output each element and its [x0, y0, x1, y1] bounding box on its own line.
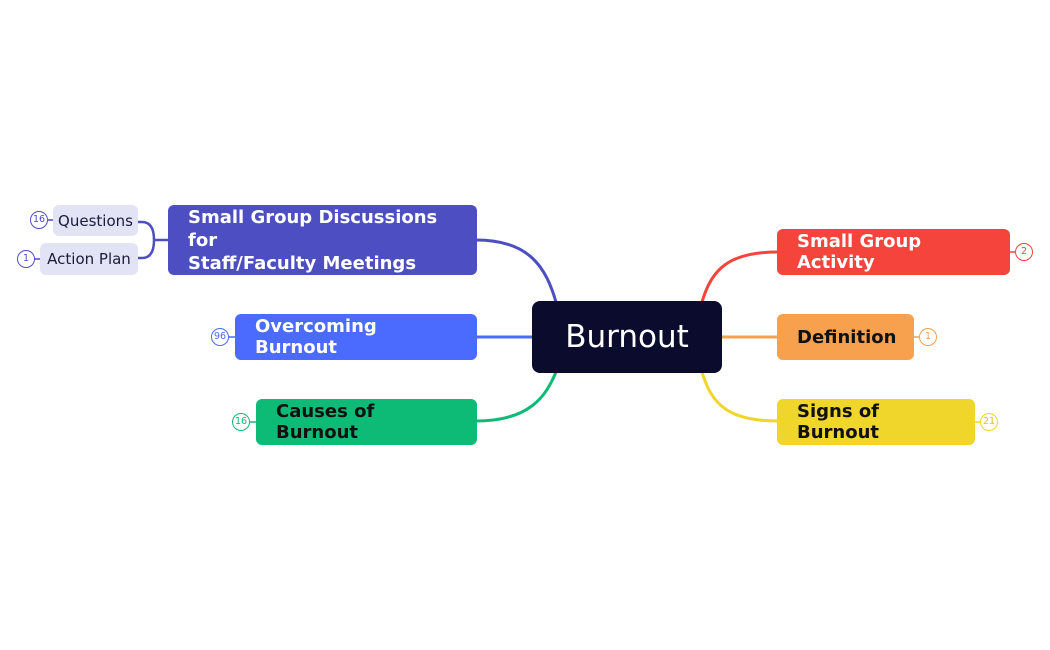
subtopic-questions[interactable]: Questions: [53, 205, 138, 236]
count-badge-overcoming[interactable]: 96: [211, 328, 229, 346]
subtopic-action-plan[interactable]: Action Plan: [40, 243, 138, 275]
topic-definition-label: Definition: [797, 326, 897, 348]
topic-discussions-line1: Small Group Discussions for: [188, 206, 438, 251]
count-badge-action-plan[interactable]: 1: [17, 250, 35, 268]
count-badge-questions[interactable]: 16: [30, 211, 48, 229]
connector-causes: [475, 371, 558, 423]
topic-definition[interactable]: Definition: [777, 314, 914, 360]
connector-signs: [700, 371, 779, 423]
topic-small-group-activity[interactable]: Small Group Activity: [777, 229, 1010, 275]
topic-small-group-discussions[interactable]: Small Group Discussions for Staff/Facult…: [168, 205, 477, 275]
topic-causes-label: Causes of Burnout: [276, 401, 375, 443]
subtopic-questions-label: Questions: [58, 211, 133, 230]
topic-overcoming-label: Overcoming Burnout: [255, 316, 377, 358]
topic-discussions-label: Small Group Discussions for Staff/Facult…: [188, 206, 457, 275]
connector-discussions: [475, 238, 558, 303]
count-badge-activity[interactable]: 2: [1015, 243, 1033, 261]
central-topic[interactable]: Burnout: [532, 301, 722, 373]
count-badge-signs[interactable]: 21: [980, 413, 998, 431]
topic-activity-label: Small Group Activity: [797, 231, 922, 273]
topic-causes-of-burnout[interactable]: Causes of Burnout: [256, 399, 477, 445]
subtopic-action-plan-label: Action Plan: [47, 250, 131, 268]
connector-activity: [700, 250, 779, 303]
topic-signs-of-burnout[interactable]: Signs of Burnout: [777, 399, 975, 445]
connector-subtopics: [137, 220, 168, 260]
topic-signs-label: Signs of Burnout: [797, 401, 880, 443]
count-badge-causes[interactable]: 16: [232, 413, 250, 431]
count-badge-definition[interactable]: 1: [919, 328, 937, 346]
topic-overcoming-burnout[interactable]: Overcoming Burnout: [235, 314, 477, 360]
topic-discussions-line2: Staff/Faculty Meetings: [188, 252, 417, 274]
